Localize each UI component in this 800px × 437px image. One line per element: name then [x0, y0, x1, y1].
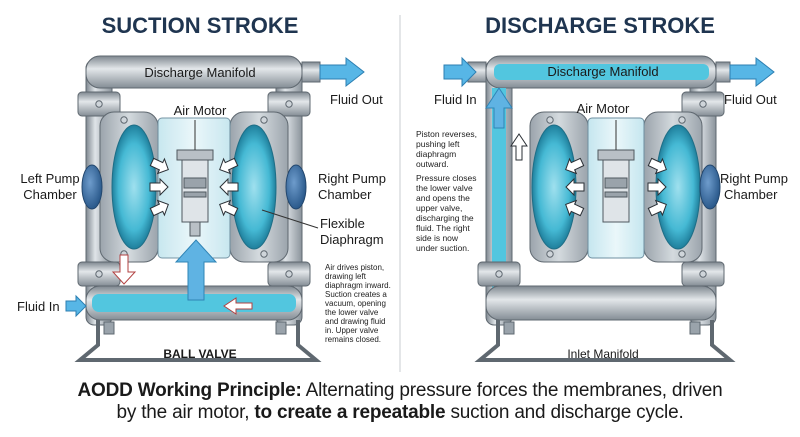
fluid-in-label: Fluid In: [17, 299, 60, 314]
caption-bold-phrase: to create a repeatable: [254, 402, 446, 423]
suction-stroke-panel: SUCTION STROKE Discharge Manifold Fluid …: [17, 13, 393, 362]
right-end-cap-2: [699, 164, 721, 210]
left-chamber-label-line2: Chamber: [23, 187, 77, 202]
caption-text-2: by the air motor,: [116, 402, 255, 423]
right-chamber-label-line1: Right Pump: [318, 171, 386, 186]
principle-caption: AODD Working Principle: Alternating pres…: [0, 380, 800, 424]
suction-stroke-title: SUCTION STROKE: [102, 13, 299, 38]
flexible-diaphragm-label-line1: Flexible: [320, 216, 365, 231]
discharge-note: Piston reverses, pushing left diaphragm …: [416, 129, 479, 253]
flexible-diaphragm-label-line2: Diaphragm: [320, 232, 384, 247]
caption-line-2: by the air motor, to create a repeatable…: [0, 402, 800, 424]
fluid-out-label-2: Fluid Out: [724, 92, 777, 107]
fluid-out-label: Fluid Out: [330, 92, 383, 107]
discharge-manifold-label: Discharge Manifold: [144, 65, 255, 80]
pump-stand: [74, 320, 322, 362]
inlet-manifold: [485, 285, 717, 321]
right-diaphragm: [231, 124, 277, 250]
discharge-stroke-panel: DISCHARGE STROKE Discharge Manifold Flui…: [416, 13, 788, 362]
caption-text-3: suction and discharge cycle.: [445, 402, 684, 423]
fluid-in-arrow: [65, 294, 87, 318]
valve-arrow: [111, 254, 137, 285]
left-end-cap: [81, 164, 103, 210]
rising-fluid-column: [492, 88, 506, 288]
pump-stand-2: [474, 320, 736, 362]
discharge-stroke-title: DISCHARGE STROKE: [485, 13, 715, 38]
discharge-fluid: [494, 64, 709, 80]
pressure-arrows-2: [510, 133, 671, 220]
left-diaphragm: [111, 124, 157, 250]
suction-note: Air drives piston, drawing left diaphrag…: [325, 263, 393, 344]
right-chamber-label-2-line2: Chamber: [724, 187, 778, 202]
discharge-manifold-label-2: Discharge Manifold: [547, 64, 658, 79]
return-arrow: [223, 297, 253, 315]
fluid-out-arrow: [319, 57, 365, 87]
right-end-cap: [285, 164, 307, 210]
right-chamber-label-line2: Chamber: [318, 187, 372, 202]
caption-line-1: AODD Working Principle: Alternating pres…: [0, 380, 800, 402]
left-chamber-label-line1: Left Pump: [20, 171, 79, 186]
ball-valve-label: BALL VALVE: [163, 347, 236, 361]
caption-text-1: Alternating pressure forces the membrane…: [301, 380, 723, 401]
caption-bold-title: AODD Working Principle:: [77, 380, 302, 401]
inlet-manifold-label: Inlet Manifold: [567, 347, 638, 361]
air-motor-label: Air Motor: [174, 103, 227, 118]
air-motor-label-2: Air Motor: [577, 101, 630, 116]
fluid-in-label-2: Fluid In: [434, 92, 477, 107]
fluid-in-arrow-2: [443, 56, 477, 88]
right-chamber-label-2-line1: Right Pump: [720, 171, 788, 186]
up-arrow-2: [485, 87, 513, 129]
rising-fluid-arrow: [174, 239, 218, 301]
fluid-out-arrow-2: [729, 57, 775, 87]
